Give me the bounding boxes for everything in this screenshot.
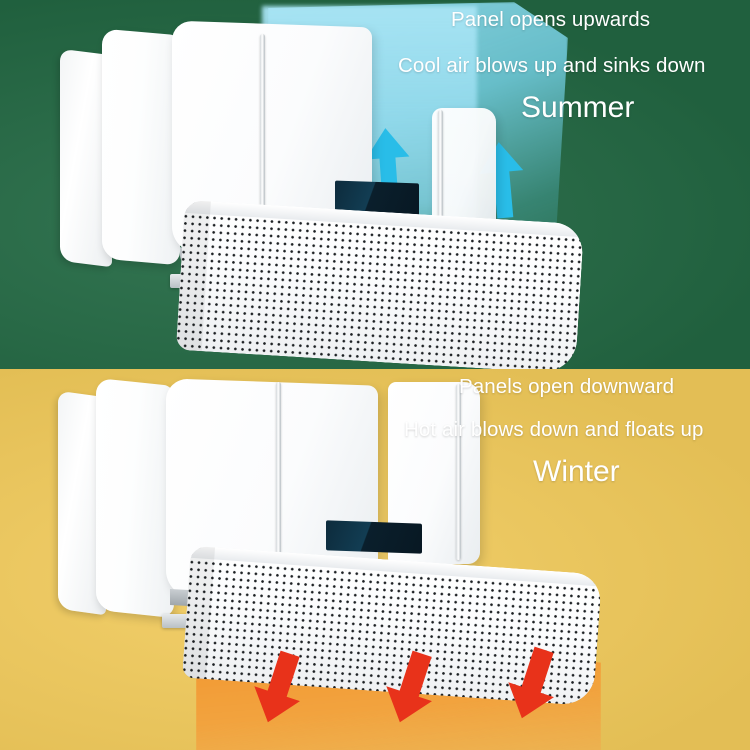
winter-caption-line1: Panels open downward <box>459 375 675 398</box>
deflector-support-rod-right-winter <box>456 384 461 560</box>
air-conditioner-unit-summer <box>60 20 496 314</box>
air-outlet-vent-winter <box>326 520 422 554</box>
wall-mount-bracket-winter <box>162 614 188 628</box>
deflector-support-rod-right <box>438 110 443 242</box>
summer-caption-line1: Panel opens upwards <box>451 8 651 31</box>
deflector-support-rod-left <box>260 34 265 236</box>
perforated-wind-deflector-summer <box>175 199 585 375</box>
winter-season-label: Winter <box>533 455 620 488</box>
winter-caption-line2: Hot air blows down and floats up <box>404 418 704 441</box>
ac-front-cover-panel-winter <box>96 377 174 619</box>
hot-air-arrows <box>254 646 554 723</box>
summer-caption-line2: Cool air blows up and sinks down <box>398 54 706 77</box>
deflector-support-rod-left-winter <box>276 382 281 560</box>
ac-front-cover-panel <box>102 28 180 266</box>
summer-season-label: Summer <box>521 91 635 124</box>
air-conditioner-unit-winter <box>58 377 498 642</box>
